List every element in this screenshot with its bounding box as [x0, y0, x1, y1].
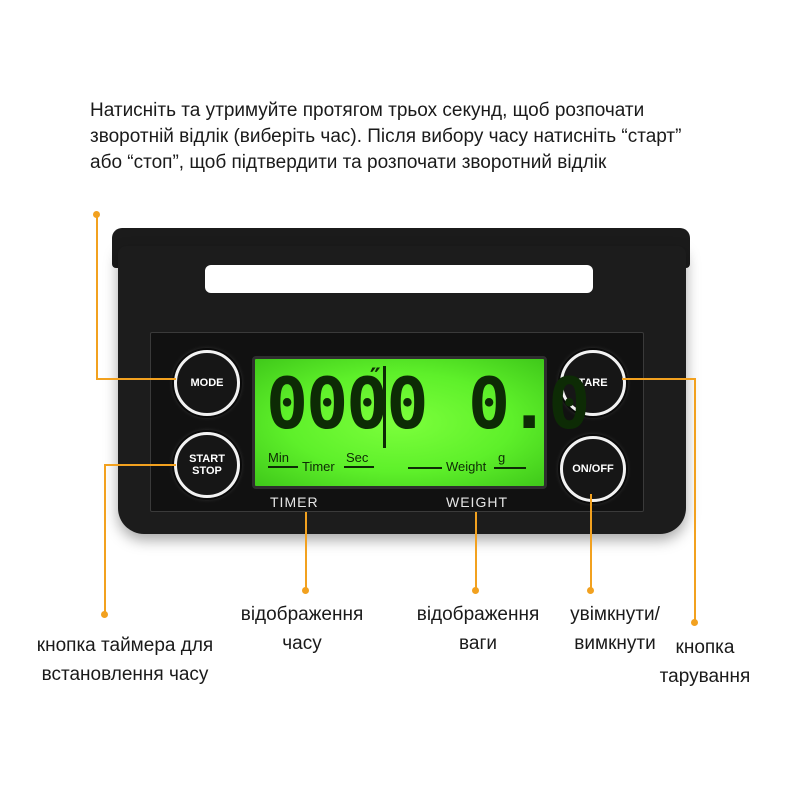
callout-line-onoff — [590, 494, 592, 590]
callout-dot-tare — [691, 619, 698, 626]
lcd-sec-label: Sec — [346, 450, 369, 465]
lcd-min-label: Min — [268, 450, 289, 465]
tare-button-label: TARE — [578, 377, 608, 389]
weight-digits: 0.0 — [468, 363, 590, 445]
mode-button[interactable]: MODE — [174, 350, 240, 416]
scale-handle-slot — [205, 265, 593, 293]
callout-dot-mode — [93, 211, 100, 218]
lcd-weight-label: Weight — [446, 459, 487, 474]
tare-button[interactable]: TARE — [560, 350, 626, 416]
on-off-button[interactable]: ON/OFF — [560, 436, 626, 502]
callout-line-weight — [475, 512, 477, 590]
callout-label-weight-display: відображення ваги — [416, 604, 540, 654]
timer-digits: 0000 — [266, 363, 429, 445]
lcd-sec-line — [344, 466, 374, 468]
callout-line-tare-vertical — [694, 378, 696, 622]
callout-dot-weight — [472, 587, 479, 594]
timer-panel-label: TIMER — [270, 494, 319, 510]
lcd-weight-line-right — [494, 467, 526, 469]
callout-dot-onoff — [587, 587, 594, 594]
callout-line-start-vertical — [104, 464, 106, 614]
callout-line-mode-vertical — [96, 214, 98, 379]
callout-line-start-horizontal — [104, 464, 176, 466]
lcd-min-line — [268, 466, 298, 468]
timer-seconds-mark: ″ — [368, 363, 383, 391]
lcd-display — [252, 356, 547, 489]
weight-panel-label: WEIGHT — [446, 494, 508, 510]
lcd-separator — [383, 366, 386, 448]
callout-label-tare: кнопка тарування — [659, 637, 751, 687]
callout-line-timer — [305, 512, 307, 590]
on-off-button-label: ON/OFF — [572, 463, 614, 475]
lcd-weight-line-left — [408, 467, 442, 469]
callout-dot-timer — [302, 587, 309, 594]
callout-line-mode-horizontal — [96, 378, 176, 380]
mode-button-label: MODE — [190, 377, 224, 389]
lcd-timer-label: Timer — [302, 459, 335, 474]
start-stop-button-label: START STOP — [189, 453, 225, 477]
instruction-text: Натисніть та утримуйте протягом трьох се… — [90, 100, 682, 173]
start-stop-button[interactable]: START STOP — [174, 432, 240, 498]
lcd-unit-label: g — [498, 450, 506, 465]
callout-label-time-display: відображення часу — [240, 604, 364, 654]
callout-line-tare-horizontal — [622, 378, 696, 380]
callout-dot-start — [101, 611, 108, 618]
callout-label-on-off: увімкнути/ вимкнути — [570, 604, 660, 654]
callout-label-timer-button: кнопка таймера для встановлення часу — [36, 635, 214, 685]
